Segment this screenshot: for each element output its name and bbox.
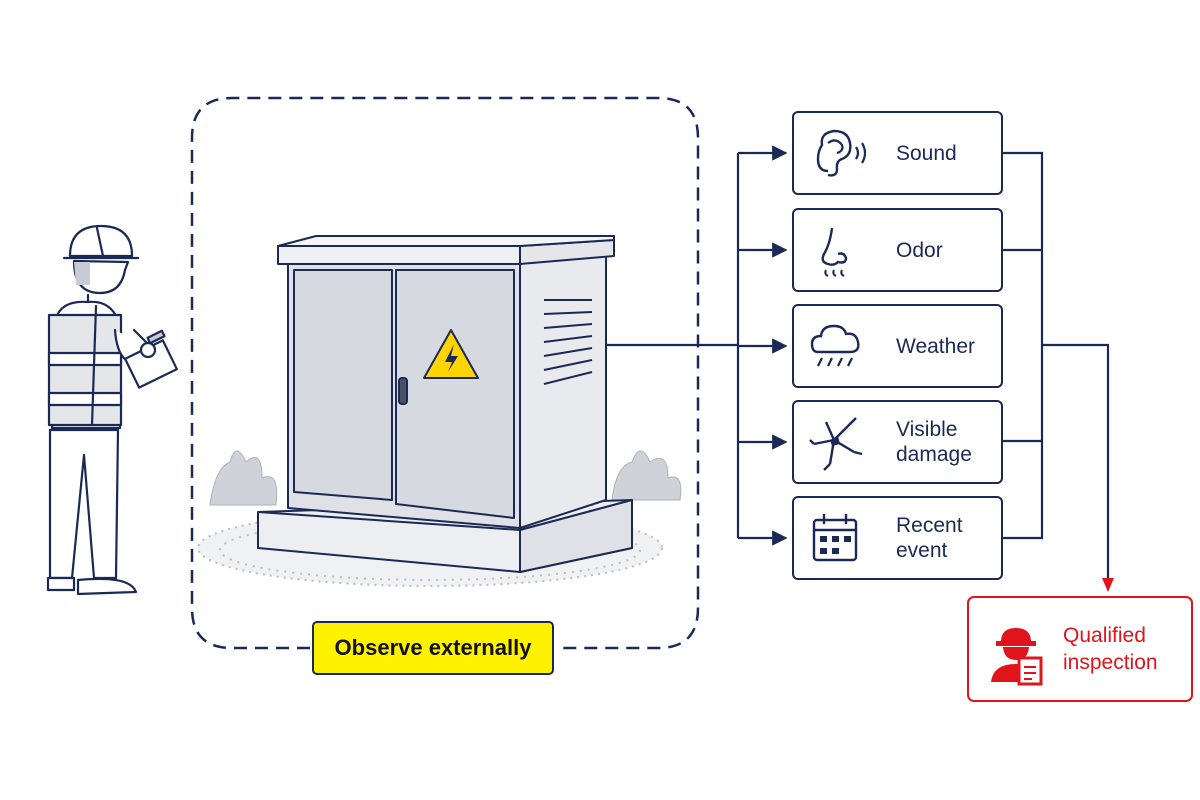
crack-icon	[804, 410, 868, 474]
factor-label: Visible damage	[896, 418, 972, 466]
factor-label: Recent event	[896, 514, 963, 562]
calendar-icon	[804, 506, 868, 570]
high-voltage-warning-icon	[423, 329, 479, 379]
arrow-to-inspection	[1042, 343, 1110, 590]
qualified-inspection-card: Qualified inspection	[967, 596, 1193, 702]
factor-label: Odor	[896, 238, 943, 262]
ear-icon	[804, 121, 868, 185]
factor-label: Sound	[896, 141, 957, 165]
factor-label: Weather	[896, 334, 975, 358]
factor-card-calendar: Recent event	[792, 496, 1003, 580]
factor-card-ear: Sound	[792, 111, 1003, 195]
rain-cloud-icon	[804, 314, 868, 378]
inspector-icon	[983, 616, 1053, 686]
factor-card-crack: Visible damage	[792, 400, 1003, 484]
arrowhead-inspection	[1102, 578, 1114, 592]
shrub-right	[611, 450, 682, 501]
transformer-cabinet	[257, 235, 633, 573]
inspector-figure	[46, 224, 178, 596]
observation-boundary	[190, 96, 700, 650]
nose-icon	[804, 218, 868, 282]
arrow-layer	[738, 145, 1114, 592]
observe-externally-label: Observe externally	[312, 621, 554, 675]
shrub-left	[209, 450, 278, 506]
qualified-inspection-label: Qualified inspection	[1063, 624, 1158, 674]
factor-card-nose: Odor	[792, 208, 1003, 292]
factor-card-rain-cloud: Weather	[792, 304, 1003, 388]
